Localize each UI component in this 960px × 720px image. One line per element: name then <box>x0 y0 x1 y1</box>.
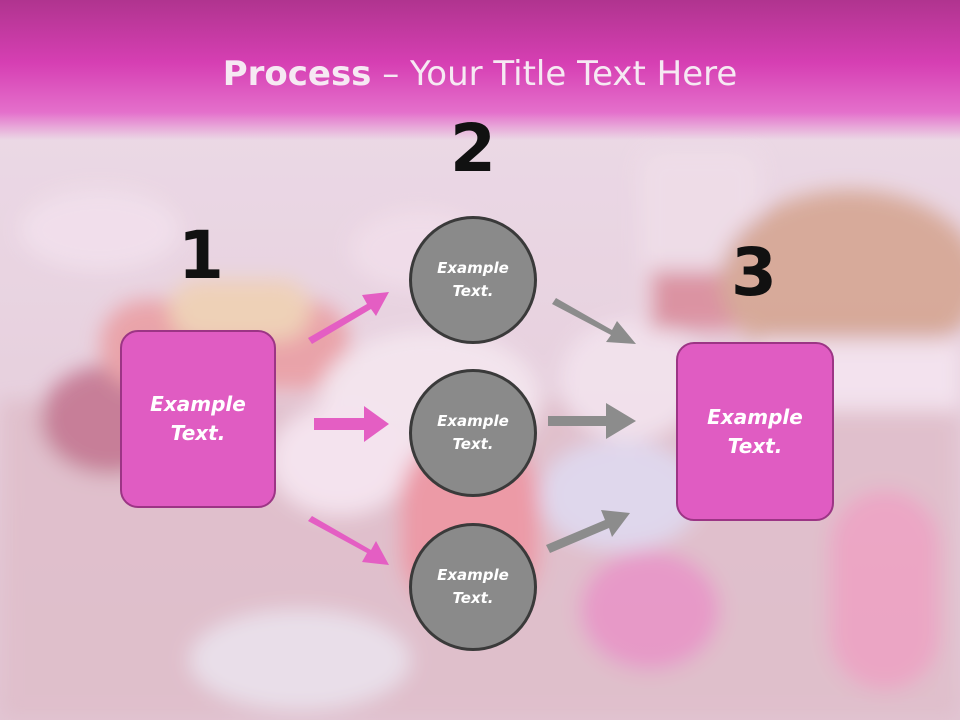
arrow-from-bottom-circle <box>546 510 630 553</box>
step-2-circle-middle: Example Text. <box>409 369 537 497</box>
step-3-box: Example Text. <box>676 342 834 521</box>
step-3-text: Example Text. <box>707 404 803 458</box>
arrow-to-bottom-circle <box>308 516 389 565</box>
arrow-from-middle-circle <box>548 403 636 439</box>
title-bar <box>0 0 960 140</box>
arrow-to-top-circle <box>308 292 389 344</box>
step-number-3: 3 <box>731 234 777 311</box>
step-1-text: Example Text. <box>150 392 246 445</box>
step-2-circle-middle-text: Example Text. <box>437 412 509 453</box>
page-title: Process – Your Title Text Here <box>0 54 960 94</box>
step-2-circle-top-text: Example Text. <box>437 259 509 300</box>
title-bold: Process <box>222 54 372 94</box>
step-number-2: 2 <box>450 110 496 187</box>
arrow-to-middle-circle <box>314 406 389 442</box>
step-1-box: Example Text. <box>120 330 276 508</box>
step-number-1: 1 <box>178 217 224 294</box>
step-2-circle-bottom-text: Example Text. <box>437 566 509 607</box>
arrow-from-top-circle <box>552 298 636 344</box>
step-2-circle-bottom: Example Text. <box>409 523 537 651</box>
title-rest: – Your Title Text Here <box>371 54 738 94</box>
step-2-circle-top: Example Text. <box>409 216 537 344</box>
